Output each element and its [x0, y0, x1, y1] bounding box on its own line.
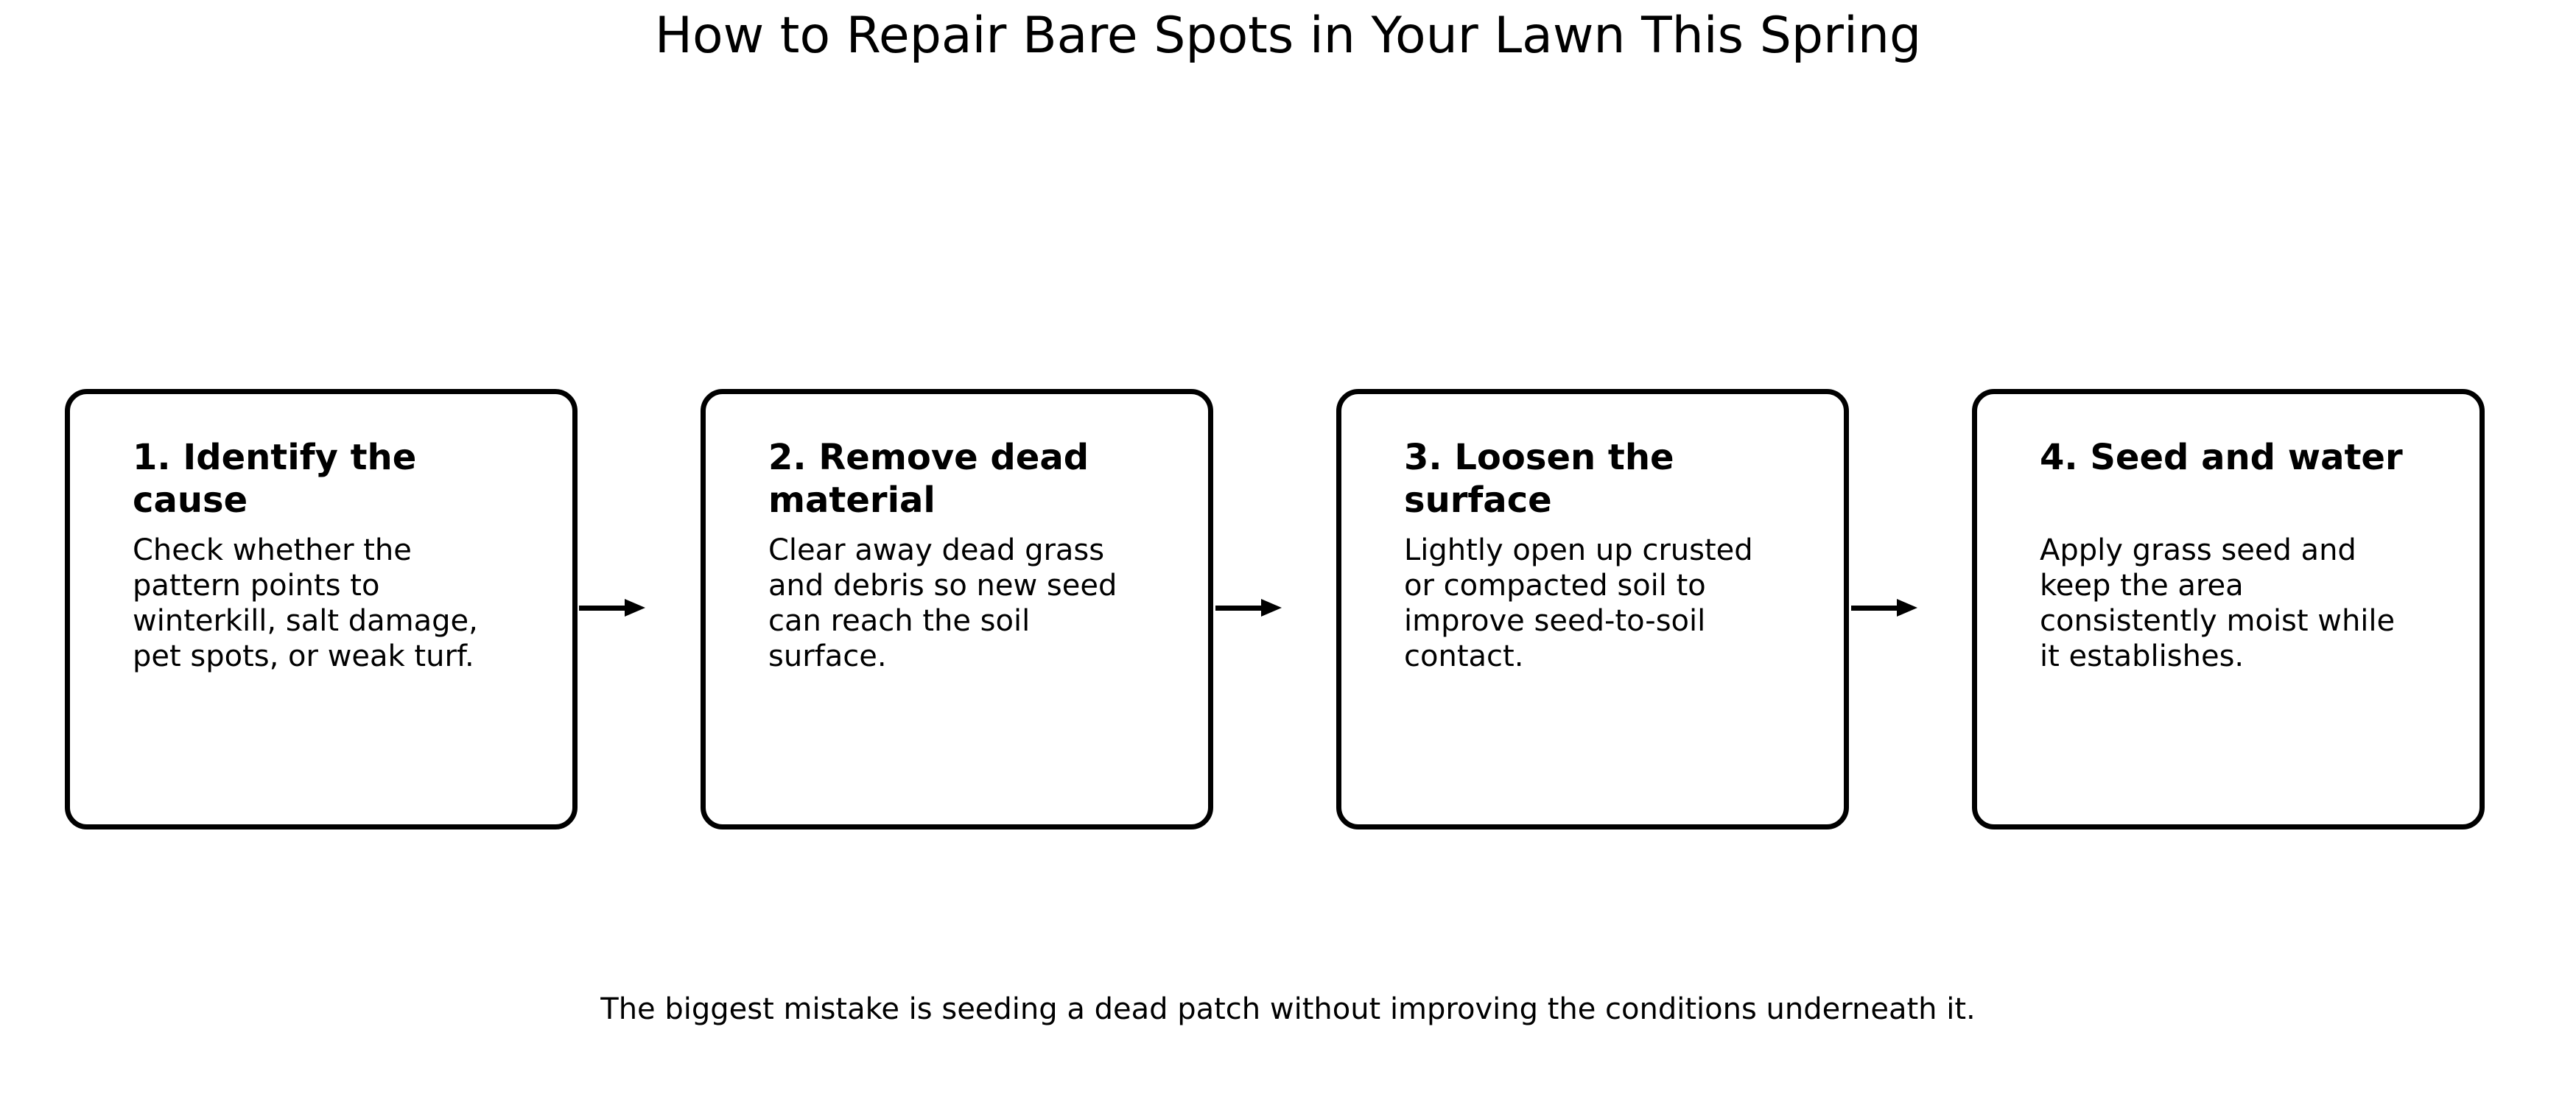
arrow-shaft: [1851, 606, 1898, 611]
step-3-description: Lightly open up crusted or compacted soi…: [1404, 533, 1753, 673]
arrow-right-icon: [1851, 599, 1917, 617]
step-4-title: 4. Seed and water: [2040, 437, 2403, 478]
arrow-head: [1897, 599, 1917, 617]
step-card-2: 2. Remove dead material Clear away dead …: [701, 389, 1213, 829]
step-3-title: 3. Loosen the surface: [1404, 437, 1674, 521]
step-card-1: 1. Identify the cause Check whether the …: [65, 389, 578, 829]
footer-caption: The biggest mistake is seeding a dead pa…: [600, 992, 1976, 1026]
arrow-head: [1261, 599, 1282, 617]
step-card-4: 4. Seed and water Apply grass seed and k…: [1972, 389, 2485, 829]
step-2-description: Clear away dead grass and debris so new …: [768, 533, 1117, 673]
step-1-description: Check whether the pattern points to wint…: [133, 533, 478, 673]
step-4-description: Apply grass seed and keep the area consi…: [2040, 533, 2396, 673]
page-title: How to Repair Bare Spots in Your Lawn Th…: [654, 7, 1922, 65]
step-2-title: 2. Remove dead material: [768, 437, 1089, 521]
arrow-head: [625, 599, 645, 617]
step-card-3: 3. Loosen the surface Lightly open up cr…: [1336, 389, 1849, 829]
arrow-right-icon: [1215, 599, 1282, 617]
arrow-shaft: [1215, 606, 1263, 611]
step-1-title: 1. Identify the cause: [133, 437, 417, 521]
arrow-shaft: [579, 606, 626, 611]
arrow-right-icon: [579, 599, 645, 617]
